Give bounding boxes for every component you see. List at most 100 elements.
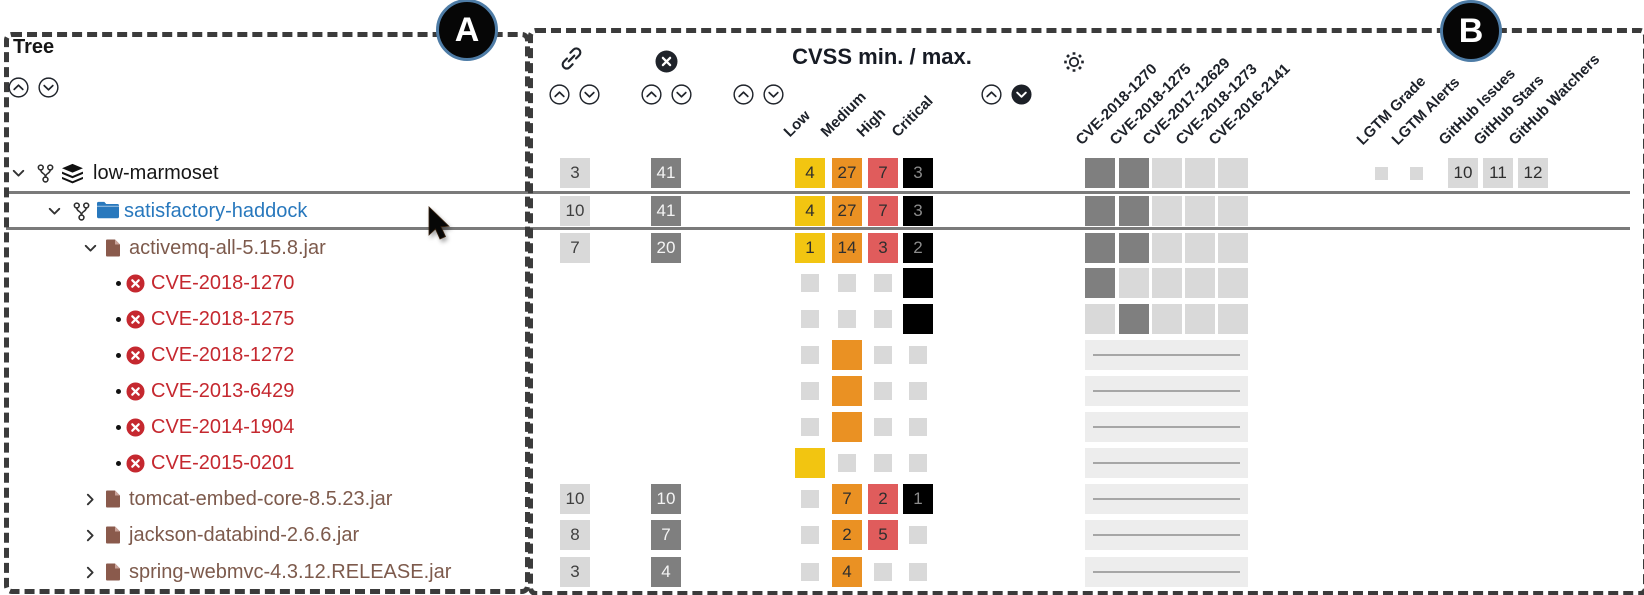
cve-match-cell-light [1218, 196, 1248, 226]
row-separator [6, 191, 1630, 194]
sort-vulnerabilities-ascending-button[interactable] [641, 84, 662, 105]
bullet-icon [116, 317, 121, 322]
tree-item-CVE-2013-6429[interactable]: CVE-2013-6429 [0, 376, 514, 406]
cve-no-data-bar [1085, 520, 1248, 550]
sort-links-descending-button[interactable] [579, 84, 600, 105]
sort-vulnerabilities-descending-button[interactable] [671, 84, 692, 105]
severity-count-cell: 3 [903, 158, 933, 188]
cve-match-cell-dark [1119, 233, 1149, 263]
file-icon [105, 238, 121, 263]
severity-empty-cell [909, 346, 927, 364]
cve-error-icon [126, 346, 145, 370]
vulnerability-count-cell: 41 [651, 158, 681, 188]
chevron-right-icon[interactable] [82, 564, 99, 586]
chevron-right-icon[interactable] [82, 527, 99, 549]
sort-cvss-min-ascending-button[interactable] [733, 84, 754, 105]
sort-cvss-max-ascending-button[interactable] [981, 84, 1002, 105]
tree-item-label: tomcat-embed-core-8.5.23.jar [129, 488, 393, 510]
severity-count-cell: 7 [868, 196, 898, 226]
tree-item-activemq-all-5.15.8.jar[interactable]: activemq-all-5.15.8.jar [0, 233, 514, 263]
severity-empty-cell [838, 454, 856, 472]
mouse-cursor [424, 206, 454, 249]
cve-error-icon [126, 454, 145, 478]
chevron-right-icon[interactable] [82, 491, 99, 513]
bullet-icon [116, 425, 121, 430]
severity-marker-cell [832, 412, 862, 442]
severity-empty-cell [909, 563, 927, 581]
tree-item-label: CVE-2018-1270 [151, 272, 295, 294]
tree-item-jackson-databind-2.6.6.jar[interactable]: jackson-databind-2.6.6.jar [0, 520, 514, 550]
chevron-down-icon[interactable] [46, 203, 63, 225]
cve-error-icon [126, 274, 145, 298]
sort-cvss-min-descending-button[interactable] [763, 84, 784, 105]
sort-cvss-max-descending-button[interactable] [1011, 84, 1032, 105]
chevron-down-icon[interactable] [82, 240, 99, 262]
cve-match-cell-light [1218, 233, 1248, 263]
tree-item-satisfactory-haddock[interactable]: satisfactory-haddock [0, 196, 514, 226]
vulnerability-count-cell: 10 [651, 484, 681, 514]
tree-item-label: CVE-2015-0201 [151, 452, 295, 474]
severity-empty-cell [801, 490, 819, 508]
severity-empty-cell [909, 418, 927, 436]
severity-count-cell: 2 [868, 484, 898, 514]
vulnerability-count-cell: 41 [651, 196, 681, 226]
severity-count-cell: 27 [832, 158, 862, 188]
severity-count-cell: 1 [795, 233, 825, 263]
links-count-cell: 8 [560, 520, 590, 550]
tree-item-tomcat-embed-core-8.5.23.jar[interactable]: tomcat-embed-core-8.5.23.jar [0, 484, 514, 514]
links-count-cell: 3 [560, 158, 590, 188]
tree-item-CVE-2014-1904[interactable]: CVE-2014-1904 [0, 412, 514, 442]
gear-icon[interactable] [1062, 50, 1086, 79]
bullet-icon [116, 353, 121, 358]
sort-links-ascending-button[interactable] [549, 84, 570, 105]
severity-empty-cell [801, 526, 819, 544]
cve-match-cell-light [1152, 268, 1182, 298]
dismiss-circle-icon[interactable] [655, 50, 678, 78]
tree-item-CVE-2018-1272[interactable]: CVE-2018-1272 [0, 340, 514, 370]
severity-count-cell: 3 [868, 233, 898, 263]
tree-expand-all-button[interactable] [38, 77, 59, 98]
cvss-min-max-header: CVSS min. / max. [792, 44, 972, 69]
severity-count-cell: 7 [868, 158, 898, 188]
github-metric-cell: 11 [1483, 158, 1513, 188]
cve-match-cell-dark [1085, 233, 1115, 263]
cve-match-cell-dark [1085, 158, 1115, 188]
severity-count-cell: 27 [832, 196, 862, 226]
tree-item-CVE-2018-1270[interactable]: CVE-2018-1270 [0, 268, 514, 298]
tree-item-spring-webmvc-4.3.12.RELEASE.jar[interactable]: spring-webmvc-4.3.12.RELEASE.jar [0, 557, 514, 587]
severity-count-cell: 3 [903, 196, 933, 226]
tree-item-label: CVE-2013-6429 [151, 380, 295, 402]
tree-item-label: CVE-2014-1904 [151, 416, 295, 438]
tree-item-label: CVE-2018-1275 [151, 308, 295, 330]
cve-match-cell-dark [1085, 196, 1115, 226]
severity-empty-cell [801, 274, 819, 292]
tree-item-label: low-marmoset [93, 162, 219, 184]
tree-item-CVE-2018-1275[interactable]: CVE-2018-1275 [0, 304, 514, 334]
cve-match-cell-dark [1119, 158, 1149, 188]
cve-match-cell-light [1185, 196, 1215, 226]
link-icon[interactable] [558, 45, 585, 77]
severity-count-cell: 1 [903, 484, 933, 514]
cve-no-data-bar [1085, 448, 1248, 478]
severity-count-cell: 14 [832, 233, 862, 263]
tree-collapse-all-button[interactable] [8, 77, 29, 98]
severity-marker-cell [903, 268, 933, 298]
tree-item-CVE-2015-0201[interactable]: CVE-2015-0201 [0, 448, 514, 478]
severity-empty-cell [874, 310, 892, 328]
severity-empty-cell [909, 382, 927, 400]
cve-match-cell-light [1152, 196, 1182, 226]
severity-empty-cell [838, 274, 856, 292]
folder-icon [97, 201, 119, 224]
tree-item-low-marmoset[interactable]: low-marmoset [0, 158, 514, 188]
severity-marker-cell [832, 376, 862, 406]
cve-match-cell-light [1152, 158, 1182, 188]
file-icon [105, 525, 121, 550]
severity-empty-cell [874, 346, 892, 364]
severity-count-cell: 5 [868, 520, 898, 550]
tree-panel-title: Tree [13, 36, 55, 58]
severity-marker-cell [795, 448, 825, 478]
chevron-down-icon[interactable] [10, 165, 27, 187]
severity-empty-cell [874, 382, 892, 400]
cve-match-cell-light [1185, 268, 1215, 298]
github-metric-cell: 12 [1518, 158, 1548, 188]
